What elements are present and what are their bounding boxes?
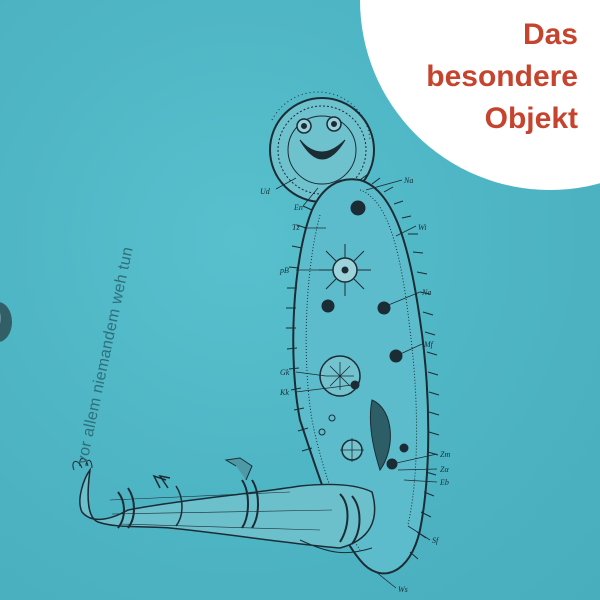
leg-drawing [72, 457, 376, 554]
small-seed-icon [0, 302, 12, 342]
label-eb: Eb [439, 478, 449, 487]
paramecium-body [286, 173, 440, 575]
label-pb: pB [279, 266, 289, 275]
label-wi: Wi [418, 223, 426, 232]
mouth-cross-section [269, 91, 375, 203]
label-na-top: Na [403, 176, 413, 185]
label-kk: Kk [279, 388, 289, 397]
label-gk: Gk [280, 368, 290, 377]
label-za: Zα [440, 465, 449, 474]
label-ud: Ud [260, 187, 271, 196]
label-zm: Zm [440, 450, 450, 459]
label-en: En [293, 203, 303, 212]
label-ws: Ws [398, 585, 408, 594]
label-sf: Sf [432, 536, 440, 545]
corner-badge-title: Das besondere Objekt [426, 18, 578, 135]
label-tz: Tz [292, 223, 300, 232]
label-mf: Mf [423, 340, 435, 349]
label-leaders [275, 177, 438, 589]
label-na-mid: Na [421, 288, 431, 297]
